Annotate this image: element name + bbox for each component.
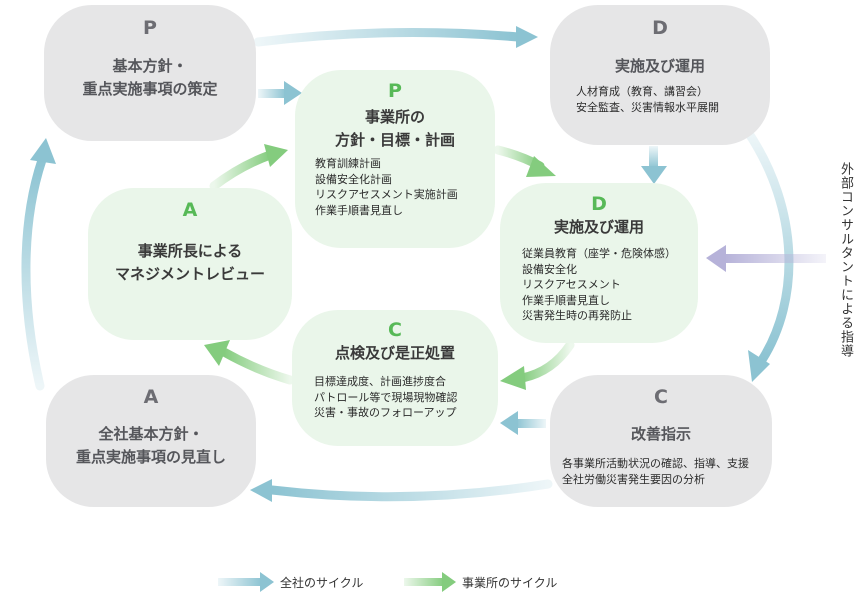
company-plan-title-line-1: 基本方針・ [112, 57, 188, 75]
legend-company-label: 全社のサイクル [280, 575, 364, 590]
consultant-arrow [706, 245, 826, 272]
company-plan-title-line-2: 重点実施事項の策定 [82, 80, 218, 98]
company-arrow-plan-to-do [253, 26, 538, 48]
site-arrow-check-to-act [204, 340, 295, 385]
list-item: リスクアセスメント実施計画 [315, 188, 458, 201]
site-plan-items: 教育訓練計画 設備安全化計画 リスクアセスメント実施計画 作業手順書見直し [315, 156, 495, 218]
site-do-items: 従業員教育（座学・危険体感） 設備安全化 リスクアセスメント 作業手順書見直し … [522, 246, 698, 324]
list-item: 安全監査、災害情報水平展開 [576, 100, 719, 114]
company-check-box: C 改善指示 各事業所活動状況の確認、指導、支援 全社労働災害発生要因の分析 [550, 375, 772, 507]
company-check-title: 改善指示 [630, 425, 691, 443]
list-item: 設備安全化計画 [315, 172, 392, 186]
list-item: パトロール等で現場現物確認 [314, 390, 458, 404]
consultant-label: 外部コンサルタントによる指導 [838, 162, 853, 358]
company-plan-letter: P [143, 17, 157, 39]
company-do-title: 実施及び運用 [614, 57, 705, 75]
site-plan-title-line-2: 方針・目標・計画 [334, 131, 455, 149]
site-check-box: C 点検及び是正処置 目標達成度、計画進捗度合 パトロール等で現場現物確認 災害… [292, 310, 498, 446]
site-act-title-line-1: 事業所長による [137, 242, 243, 260]
list-item: 作業手順書見直し [315, 203, 403, 217]
site-plan-letter: P [388, 80, 402, 102]
site-arrow-do-to-check [500, 340, 575, 390]
list-item: 災害・事故のフォローアップ [314, 406, 457, 419]
site-do-letter: D [591, 193, 607, 215]
list-item: 災害発生時の再発防止 [522, 309, 632, 322]
company-do-box: D 実施及び運用 人材育成（教育、講習会） 安全監査、災害情報水平展開 [550, 5, 770, 145]
site-arrow-plan-to-do [493, 145, 556, 177]
list-item: 教育訓練計画 [315, 157, 381, 170]
company-check-items: 各事業所活動状況の確認、指導、支援 全社労働災害発生要因の分析 [562, 456, 772, 487]
company-do-items: 人材育成（教育、講習会） 安全監査、災害情報水平展開 [576, 84, 770, 115]
list-item: 各事業所活動状況の確認、指導、支援 [562, 457, 749, 470]
legend-company-arrow [218, 572, 274, 592]
site-check-letter: C [388, 319, 402, 341]
site-do-title: 実施及び運用 [553, 218, 644, 236]
company-arrow-check-to-act [250, 479, 553, 502]
company-arrow-act-to-plan [21, 138, 56, 391]
company-arrow-plan-to-site-plan [258, 81, 302, 105]
site-do-box: D 実施及び運用 従業員教育（座学・危険体感） 設備安全化 リスクアセスメント … [500, 183, 698, 343]
list-item: 目標達成度、計画進捗度合 [314, 375, 446, 388]
list-item: 設備安全化 [522, 262, 577, 276]
legend-site: 事業所のサイクル [456, 574, 557, 590]
company-plan-box: P 基本方針・ 重点実施事項の策定 [44, 5, 256, 141]
company-act-box: A 全社基本方針・ 重点実施事項の見直し [46, 375, 256, 507]
site-check-items: 目標達成度、計画進捗度合 パトロール等で現場現物確認 災害・事故のフォローアップ [314, 374, 498, 421]
legend-company: 全社のサイクル [274, 574, 363, 590]
company-check-letter: C [654, 386, 668, 408]
company-arrow-do-to-site-do [641, 146, 667, 184]
site-plan-box: P 事業所の 方針・目標・計画 教育訓練計画 設備安全化計画 リスクアセスメント… [295, 70, 495, 248]
company-act-letter: A [143, 386, 159, 408]
legend-site-arrow [404, 572, 456, 592]
site-act-box: A 事業所長による マネジメントレビュー [88, 188, 292, 340]
company-act-title-line-2: 重点実施事項の見直し [75, 448, 226, 466]
list-item: リスクアセスメント [522, 278, 621, 291]
site-arrow-act-to-plan [209, 144, 288, 191]
company-act-title-line-1: 全社基本方針・ [98, 425, 204, 443]
site-act-letter: A [182, 199, 198, 221]
legend-site-label: 事業所のサイクル [462, 575, 558, 590]
site-act-title-line-2: マネジメントレビュー [114, 265, 265, 283]
list-item: 全社労働災害発生要因の分析 [562, 472, 705, 486]
list-item: 従業員教育（座学・危険体感） [522, 247, 676, 260]
list-item: 作業手順書見直し [522, 293, 610, 307]
site-plan-title-line-1: 事業所の [364, 108, 425, 126]
company-arrow-do-to-check [743, 127, 794, 382]
site-check-title: 点検及び是正処置 [334, 344, 455, 362]
company-do-letter: D [652, 17, 668, 39]
site-arrow-check-to-company-check [500, 411, 546, 435]
list-item: 人材育成（教育、講習会） [576, 85, 708, 98]
